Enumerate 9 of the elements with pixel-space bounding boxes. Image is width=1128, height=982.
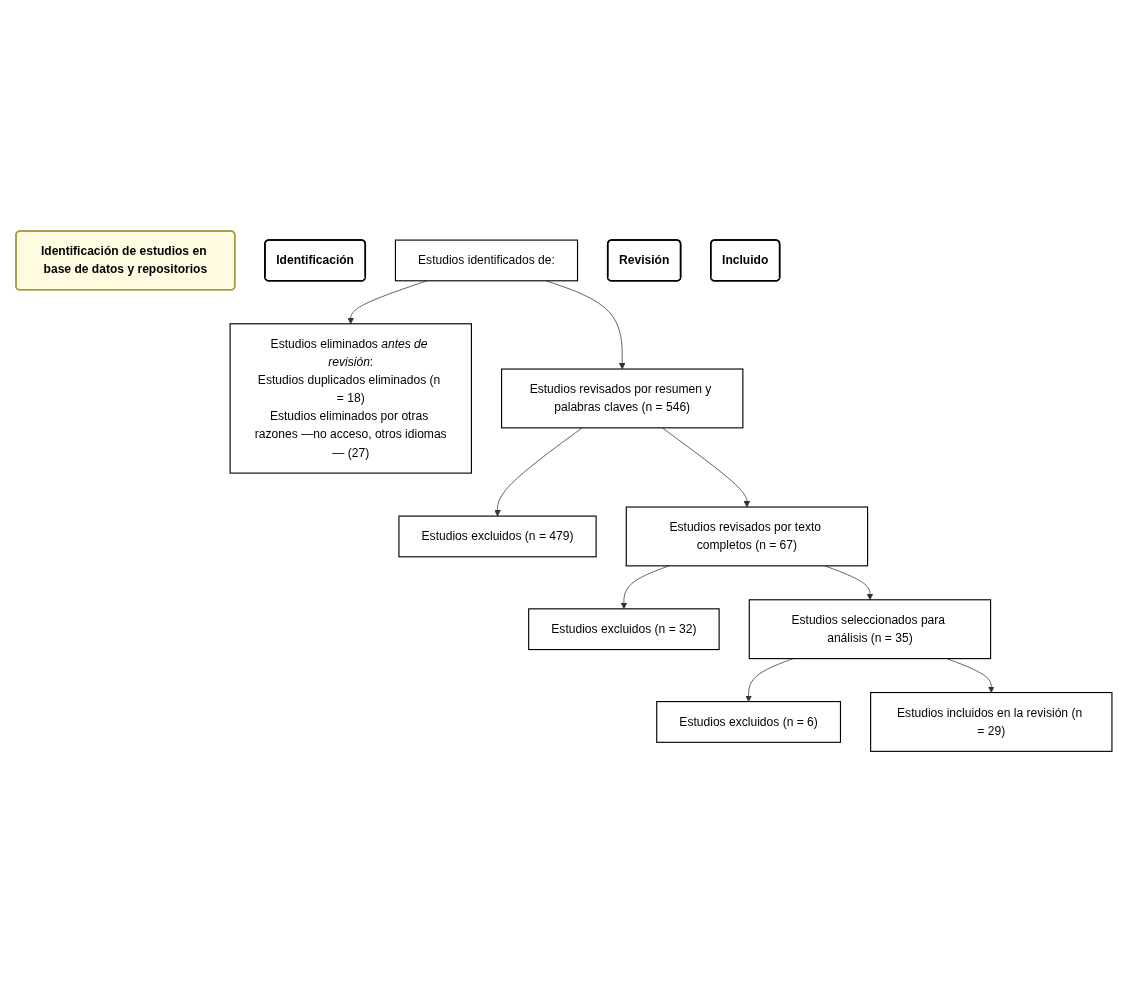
node-box: Estudios seleccionados para análisis (n = 35) bbox=[748, 599, 992, 659]
node-box: Estudios identificados de: bbox=[394, 239, 579, 282]
node-box: Estudios incluidos en la revisión (n = 29) bbox=[870, 691, 1113, 752]
node-box: Estudios revisados por resumen y palabras claves (n = 546) bbox=[501, 368, 744, 429]
node-box: Estudios eliminados antes de revisión: Estudios duplicados eliminados (n = 18) Estudios eliminados por otras razones —no acceso, otros idiomas— (27) bbox=[229, 323, 472, 474]
node-box: Estudios revisados por texto completos (n = 67) bbox=[625, 506, 869, 567]
node-box: Estudios excluidos (n = 6) bbox=[656, 700, 842, 743]
node-box: Estudios excluidos (n = 479) bbox=[398, 515, 597, 558]
node-box: Estudios excluidos (n = 32) bbox=[528, 608, 720, 650]
